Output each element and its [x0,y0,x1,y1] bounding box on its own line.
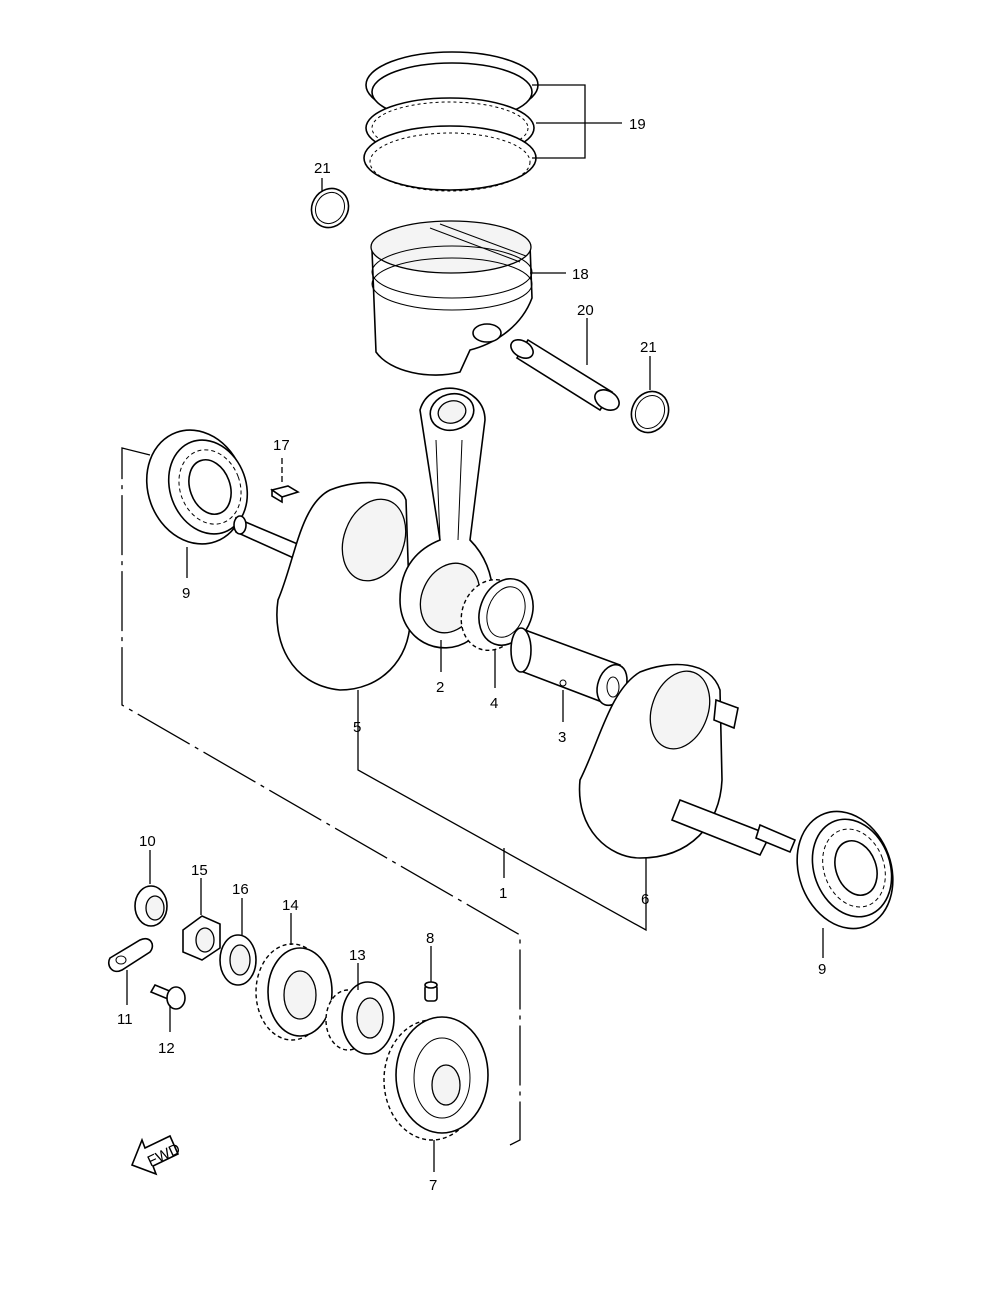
callout-12: 12 [158,1040,175,1057]
piston-rings [363,51,539,192]
callout-21-left: 21 [314,160,331,177]
fwd-arrow: FWD [130,1134,183,1176]
callout-19-leader [532,84,622,159]
dowel-pin-8 [424,946,438,1002]
callout-labels: 19 21 18 20 21 17 9 2 4 5 3 10 15 1 16 6… [117,116,826,1194]
callout-17: 17 [273,437,290,454]
callout-16: 16 [232,881,249,898]
plate-11 [107,937,154,1005]
callout-20: 20 [577,302,594,319]
bearing-right [796,810,894,930]
gear-14 [255,913,333,1041]
gear-7 [383,1016,489,1172]
bearing-13 [325,963,395,1055]
callout-3: 3 [558,729,566,746]
oil-seal-10 [134,850,168,927]
callout-21-right: 21 [640,339,657,356]
washer-16 [219,898,257,986]
woodruff-key [270,458,300,504]
callout-6: 6 [641,891,649,908]
crank-web-left [233,481,411,691]
screw-12 [149,983,186,1032]
callout-15: 15 [191,862,208,879]
callout-18: 18 [572,266,589,283]
callout-8: 8 [426,930,434,947]
callout-10: 10 [139,833,156,850]
nut-15 [182,878,221,961]
crank-web-right [578,663,797,859]
callout-19: 19 [629,116,646,133]
crank-pin [510,627,628,707]
circlip-right [630,356,670,434]
assembly-bracket [121,447,647,1146]
callout-9-left: 9 [182,585,190,602]
callout-14: 14 [282,897,299,914]
callout-7: 7 [429,1177,437,1194]
callout-11: 11 [117,1011,133,1028]
callout-9-right: 9 [818,961,826,978]
callout-5: 5 [353,719,361,736]
bearing-left [145,429,249,578]
callout-2: 2 [436,679,444,696]
callout-4: 4 [490,695,498,712]
piston [370,220,533,376]
callout-1: 1 [499,885,507,902]
piston-pin [510,338,620,412]
circlip-left [310,178,350,229]
callout-13: 13 [349,947,366,964]
